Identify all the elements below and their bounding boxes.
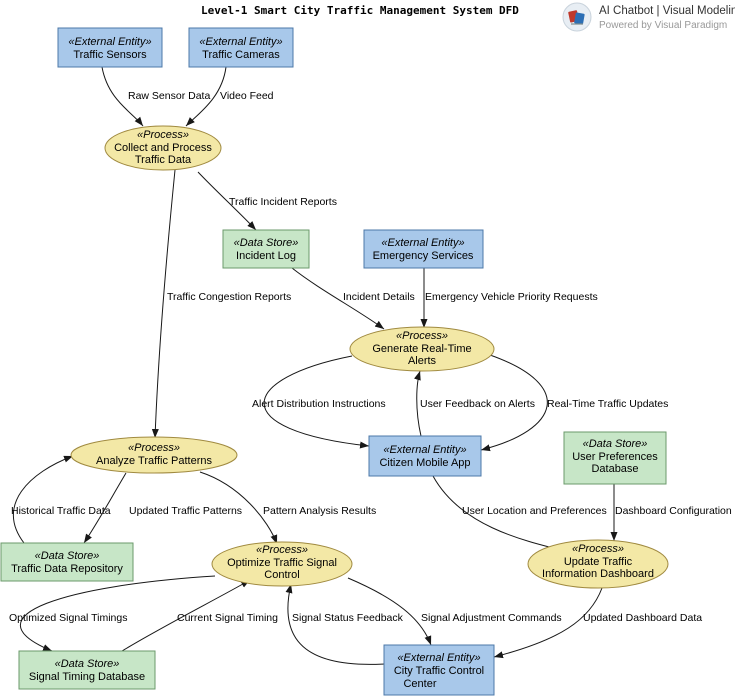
node-traffic-sensors[interactable]: «External Entity» Traffic Sensors xyxy=(57,27,163,68)
edge-traffic-congestion-reports xyxy=(151,169,176,439)
label-raw-sensor-data: Raw Sensor Data xyxy=(128,90,210,102)
label-video-feed: Video Feed xyxy=(220,90,274,102)
node-label: Control xyxy=(264,569,299,581)
label-optimized-signal-timings: Optimized Signal Timings xyxy=(9,612,127,624)
node-citizen-mobile-app[interactable]: «External Entity» Citizen Mobile App xyxy=(368,435,482,477)
node-label: Collect and Process xyxy=(114,142,212,154)
node-stereotype: «External Entity» xyxy=(397,652,480,664)
store-traffic-data-repository[interactable]: «Data Store» Traffic Data Repository xyxy=(0,542,134,582)
node-stereotype: «Process» xyxy=(137,129,189,141)
node-city-traffic-control-center[interactable]: «External Entity» City Traffic Control C… xyxy=(383,644,495,696)
node-emergency-services[interactable]: «External Entity» Emergency Services xyxy=(363,229,484,269)
label-historical-traffic-data: Historical Traffic Data xyxy=(11,505,111,517)
label-real-time-traffic-updates: Real-Time Traffic Updates xyxy=(547,398,668,410)
label-pattern-analysis-results: Pattern Analysis Results xyxy=(263,505,376,517)
edge-raw-sensor-data xyxy=(101,66,144,127)
process-generate-real-time-alerts[interactable]: «Process» Generate Real-Time Alerts xyxy=(349,326,495,372)
edges xyxy=(12,66,618,665)
node-label: Center xyxy=(403,678,436,690)
edge-updated-traffic-patterns xyxy=(83,472,127,544)
process-analyze-traffic-patterns[interactable]: «Process» Analyze Traffic Patterns xyxy=(70,436,238,474)
edge-traffic-incident-reports xyxy=(197,171,257,231)
edge-alert-distribution-instructions xyxy=(263,355,370,449)
label-emergency-priority-requests: Emergency Vehicle Priority Requests xyxy=(425,291,598,303)
edge-signal-adjustment-commands xyxy=(347,577,432,646)
label-traffic-incident-reports: Traffic Incident Reports xyxy=(229,196,337,208)
node-stereotype: «Data Store» xyxy=(234,237,299,249)
node-label: City Traffic Control xyxy=(394,665,484,677)
node-label: Alerts xyxy=(408,355,437,367)
edge-current-signal-timing xyxy=(121,579,251,652)
node-stereotype: «Process» xyxy=(256,544,308,556)
process-update-traffic-information-dashboard[interactable]: «Process» Update Traffic Information Das… xyxy=(527,539,669,589)
node-stereotype: «External Entity» xyxy=(68,36,151,48)
node-stereotype: «Process» xyxy=(128,442,180,454)
node-label: Database xyxy=(591,463,638,475)
node-label: Generate Real-Time xyxy=(372,343,471,355)
edge-incident-details xyxy=(291,267,385,330)
node-label: Citizen Mobile App xyxy=(379,457,470,469)
label-current-signal-timing: Current Signal Timing xyxy=(177,612,278,624)
node-label: User Preferences xyxy=(572,451,658,463)
store-incident-log[interactable]: «Data Store» Incident Log xyxy=(222,229,310,269)
label-dashboard-configuration: Dashboard Configuration xyxy=(615,505,732,517)
node-stereotype: «Data Store» xyxy=(35,550,100,562)
label-alert-distribution-instructions: Alert Distribution Instructions xyxy=(252,398,386,410)
process-optimize-traffic-signal-control[interactable]: «Process» Optimize Traffic Signal Contro… xyxy=(211,541,353,587)
diagram-title: Level-1 Smart City Traffic Management Sy… xyxy=(201,4,519,17)
node-stereotype: «Data Store» xyxy=(583,438,648,450)
node-stereotype: «External Entity» xyxy=(199,36,282,48)
node-label: Traffic Data xyxy=(135,154,192,166)
node-label: Signal Timing Database xyxy=(29,671,145,683)
node-label: Traffic Cameras xyxy=(202,49,280,61)
edge-user-feedback-on-alerts xyxy=(414,370,422,437)
edge-updated-dashboard-data xyxy=(493,587,603,659)
node-label: Update Traffic xyxy=(564,556,633,568)
node-stereotype: «External Entity» xyxy=(381,237,464,249)
badge-subtitle: Powered by Visual Paradigm xyxy=(599,20,728,31)
edge-real-time-traffic-updates xyxy=(480,354,548,452)
label-incident-details: Incident Details xyxy=(343,291,415,303)
visual-paradigm-badge[interactable]: AI Chatbot | Visual Modeling Powered by … xyxy=(562,2,735,34)
node-label: Traffic Data Repository xyxy=(11,563,123,575)
label-updated-dashboard-data: Updated Dashboard Data xyxy=(583,612,702,624)
node-label: Incident Log xyxy=(236,250,296,262)
label-traffic-congestion-reports: Traffic Congestion Reports xyxy=(167,291,291,303)
node-stereotype: «Process» xyxy=(572,543,624,555)
edge-labels: Raw Sensor Data Video Feed Traffic Incid… xyxy=(9,90,732,624)
node-stereotype: «Data Store» xyxy=(55,658,120,670)
node-label: Analyze Traffic Patterns xyxy=(96,455,212,467)
visual-paradigm-logo-icon xyxy=(562,2,592,32)
node-stereotype: «External Entity» xyxy=(383,444,466,456)
edge-signal-status-feedback xyxy=(285,583,385,665)
edge-video-feed xyxy=(185,66,227,127)
label-user-feedback-on-alerts: User Feedback on Alerts xyxy=(420,398,535,410)
store-signal-timing-database[interactable]: «Data Store» Signal Timing Database xyxy=(18,650,156,690)
label-user-location-and-preferences: User Location and Preferences xyxy=(462,505,607,517)
process-collect-and-process-traffic-data[interactable]: «Process» Collect and Process Traffic Da… xyxy=(104,125,222,171)
node-label: Information Dashboard xyxy=(542,568,654,580)
edge-optimized-signal-timings xyxy=(19,575,216,652)
node-label: Optimize Traffic Signal xyxy=(227,557,337,569)
label-updated-traffic-patterns: Updated Traffic Patterns xyxy=(129,505,242,517)
label-signal-status-feedback: Signal Status Feedback xyxy=(292,612,404,624)
node-traffic-cameras[interactable]: «External Entity» Traffic Cameras xyxy=(188,27,294,68)
label-signal-adjustment-commands: Signal Adjustment Commands xyxy=(421,612,562,624)
node-label: Emergency Services xyxy=(373,250,474,262)
badge-title: AI Chatbot | Visual Modeling xyxy=(599,5,735,17)
node-stereotype: «Process» xyxy=(396,330,448,342)
edge-historical-traffic-data xyxy=(12,455,74,544)
node-label: Traffic Sensors xyxy=(73,49,147,61)
store-user-preferences-database[interactable]: «Data Store» User Preferences Database xyxy=(563,431,667,485)
edge-pattern-analysis-results xyxy=(199,471,278,545)
